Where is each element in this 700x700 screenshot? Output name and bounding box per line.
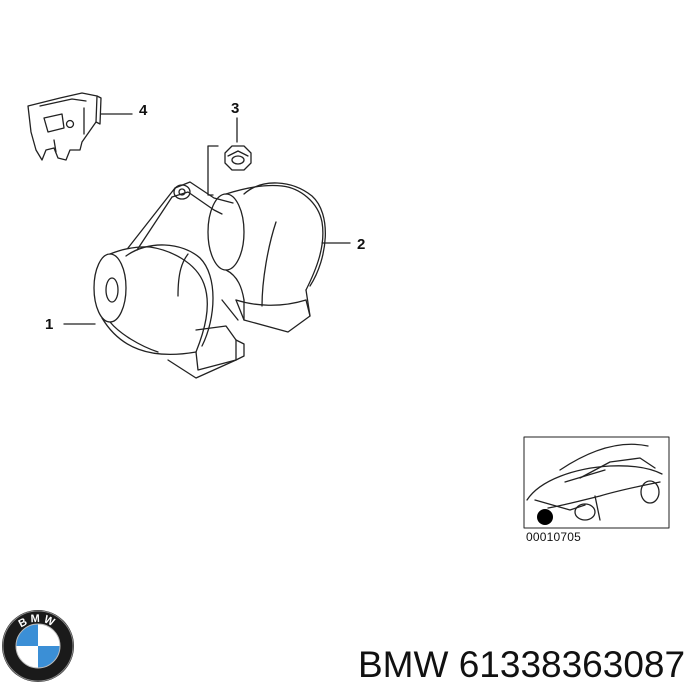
bracket-part-4 (27, 92, 133, 161)
location-inset (523, 436, 670, 529)
horn-part-1 (63, 244, 245, 379)
callout-1: 1 (45, 316, 54, 333)
mounting-strap (127, 181, 234, 251)
assembly-bracket-line (207, 145, 219, 196)
part-number: 61338363087 (458, 644, 686, 685)
callout-4: 4 (139, 102, 148, 119)
part-caption: BMW 61338363087 (358, 644, 685, 686)
inset-reference-code: 00010705 (526, 530, 581, 544)
callout-3: 3 (231, 100, 240, 117)
location-marker (537, 509, 553, 525)
nut-part-3 (207, 117, 252, 196)
logo-lettering: BMW (17, 613, 60, 631)
brand-name: BMW (358, 644, 449, 685)
callout-2: 2 (357, 236, 366, 253)
bmw-logo: BMW (2, 610, 74, 682)
horn-part-2 (207, 182, 351, 333)
